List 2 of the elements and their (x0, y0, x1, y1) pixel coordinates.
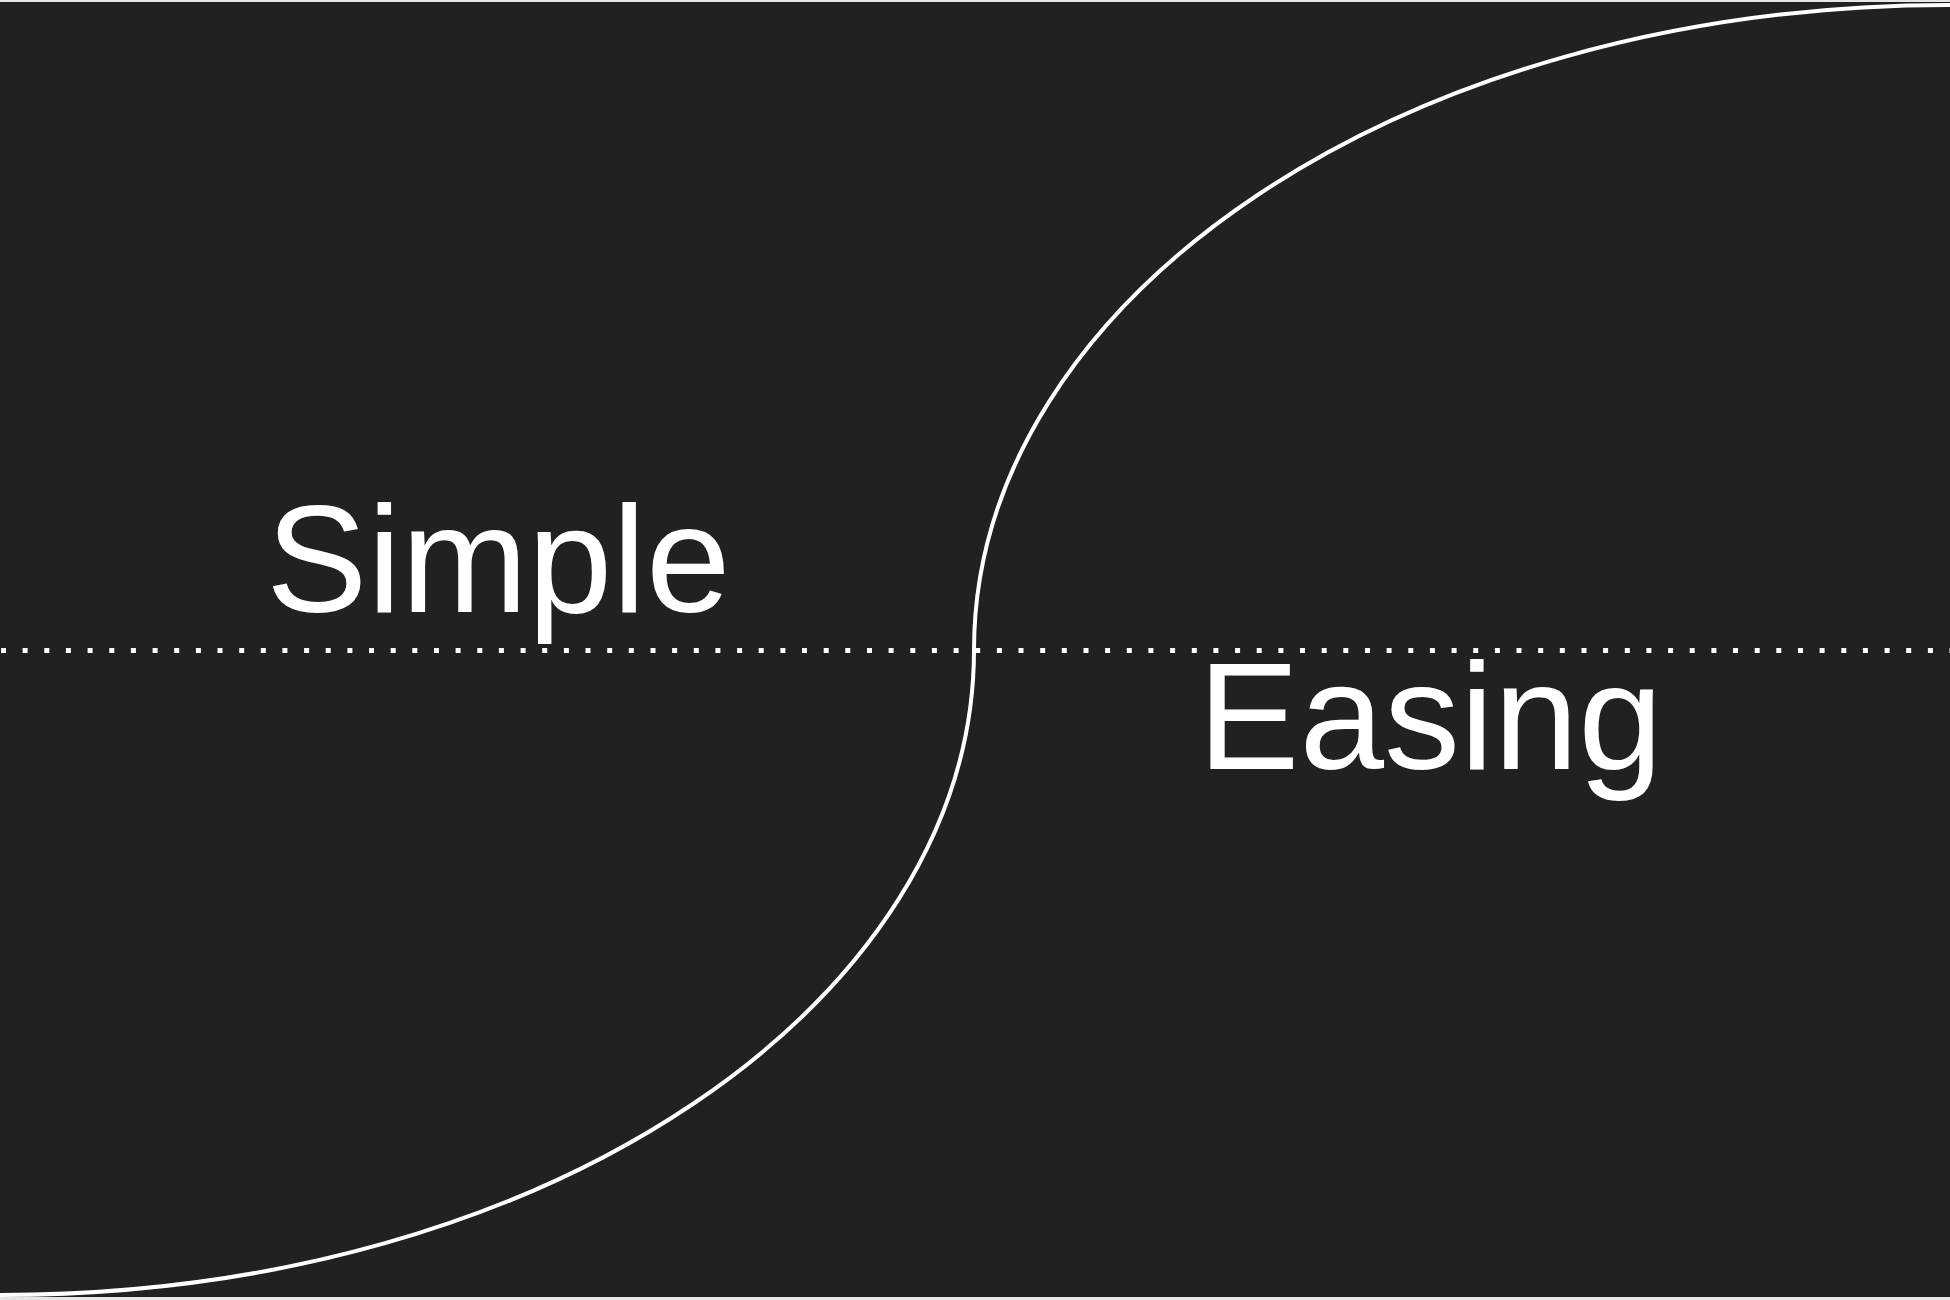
text-label: Easing (1198, 630, 1663, 803)
text-label: Simple (266, 473, 731, 646)
